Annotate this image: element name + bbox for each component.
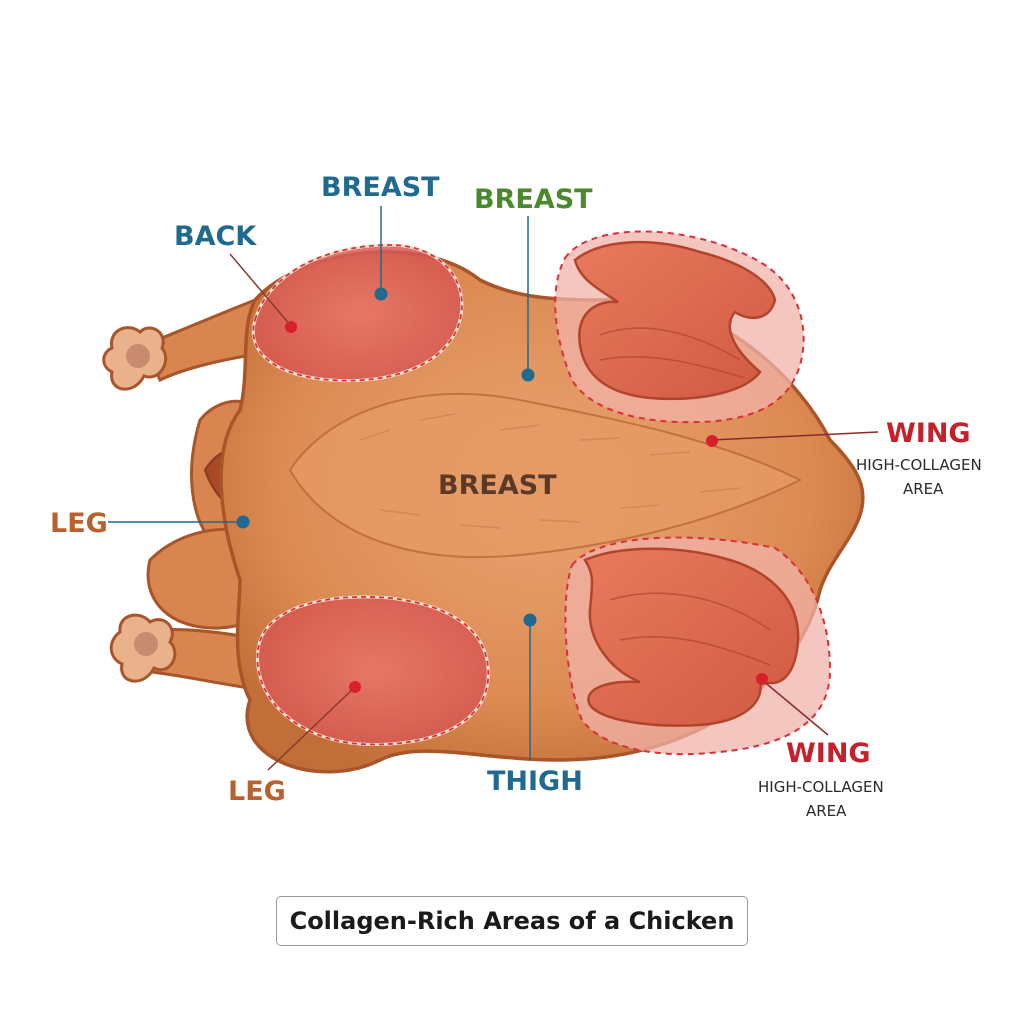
marker-dots bbox=[236, 287, 768, 693]
diagram-caption: Collagen-Rich Areas of a Chicken bbox=[276, 896, 748, 946]
breast-top-marker bbox=[374, 287, 388, 301]
label-back: BACK bbox=[174, 221, 257, 252]
breast-green-marker bbox=[521, 368, 535, 382]
leader-lines bbox=[108, 206, 879, 771]
wing-bottom-marker bbox=[756, 673, 768, 685]
skin-texture bbox=[359, 413, 741, 529]
leg-left-marker bbox=[236, 515, 250, 529]
lower-wing-collagen-region bbox=[564, 536, 832, 756]
label-wing-right-note-line2: AREA bbox=[903, 480, 944, 498]
upper-wing-collagen-region bbox=[554, 230, 805, 424]
label-wing-bottom: WING bbox=[786, 738, 871, 769]
label-breast-top: BREAST bbox=[321, 172, 440, 203]
label-wing-bottom-note-line1: HIGH-COLLAGEN bbox=[758, 778, 884, 796]
label-thigh: THIGH bbox=[487, 766, 583, 797]
breast-ridge bbox=[288, 392, 803, 559]
label-wing-right-note-line1: HIGH-COLLAGEN bbox=[856, 456, 982, 474]
label-leg-bottom: LEG bbox=[228, 776, 286, 807]
leg-bottom-marker bbox=[349, 681, 361, 693]
label-wing-bottom-note-line2: AREA bbox=[806, 802, 847, 820]
wing-right-marker bbox=[706, 435, 718, 447]
label-leg-left: LEG bbox=[50, 508, 108, 539]
label-breast-green: BREAST bbox=[474, 184, 593, 215]
thigh-marker bbox=[523, 613, 537, 627]
back-marker bbox=[285, 321, 297, 333]
upper-drumstick bbox=[102, 297, 270, 391]
lower-drumstick bbox=[109, 613, 267, 692]
leg-collagen-region bbox=[256, 595, 490, 746]
label-breast-center: BREAST bbox=[438, 470, 557, 501]
back-collagen-region bbox=[251, 243, 464, 383]
label-wing-right: WING bbox=[886, 418, 971, 449]
